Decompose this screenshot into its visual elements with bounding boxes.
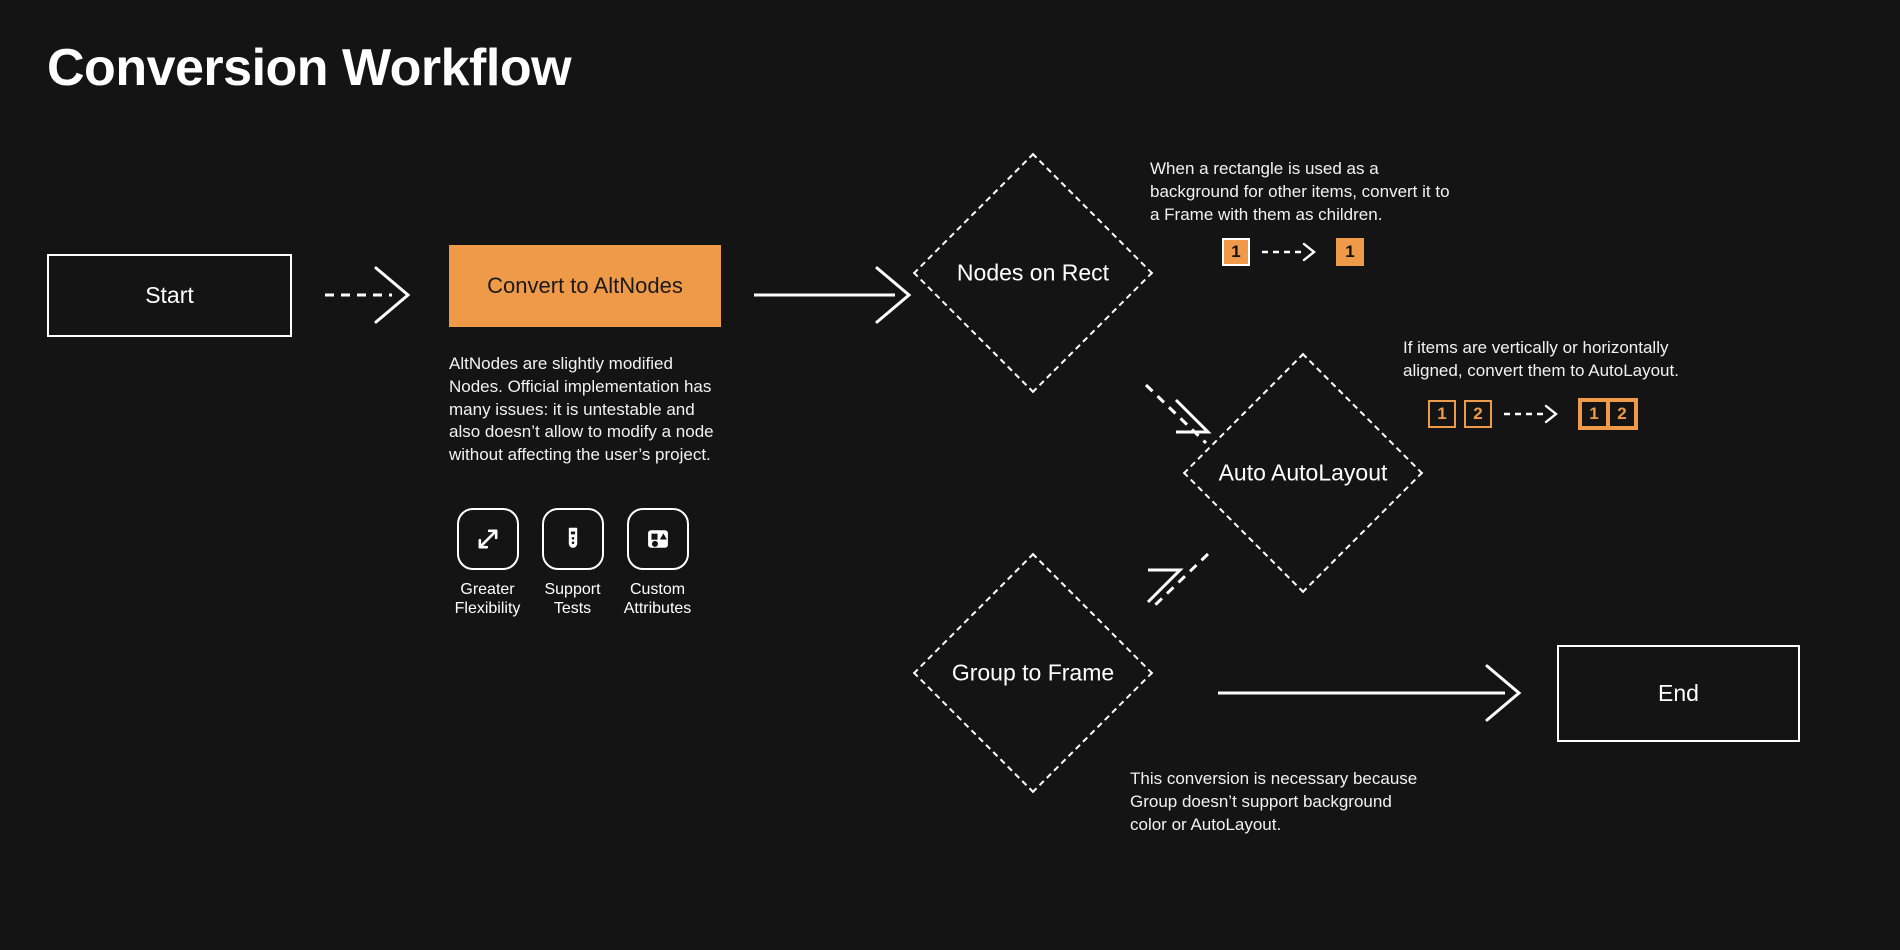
connector-autolayout-to-grouptoframe (1146, 552, 1210, 610)
annotation-nodes-on-rect-badges: 1 1 (1222, 238, 1364, 266)
annotation-group-to-frame-text: This conversion is necessary because Gro… (1130, 769, 1418, 834)
convert-feature-row: Greater Flexibility Support Tests (455, 508, 692, 618)
node-start[interactable]: Start (47, 254, 292, 337)
badge-group-before: 1 (1222, 238, 1250, 266)
badge: 1 (1580, 400, 1608, 428)
node-auto-autolayout-label: Auto AutoLayout (1218, 459, 1388, 486)
feature-badge (456, 508, 519, 570)
connector-grouptoframe-to-end (1218, 664, 1522, 722)
annotation-auto-autolayout-text: If items are vertically or horizontally … (1403, 338, 1679, 380)
shapes-icon (647, 530, 668, 548)
badge: 1 (1222, 238, 1250, 266)
node-group-to-frame-label: Group to Frame (951, 659, 1115, 686)
feature-badge (626, 508, 689, 570)
badge-group-after: 1 (1336, 238, 1364, 266)
node-end[interactable]: End (1557, 645, 1800, 742)
node-auto-autolayout[interactable]: Auto AutoLayout (1182, 352, 1424, 594)
annotation-auto-autolayout-badges: 1 2 1 2 (1428, 398, 1638, 430)
mini-dashed-arrow-icon (1262, 242, 1316, 262)
feature-label: Greater Flexibility (454, 581, 521, 618)
node-group-to-frame[interactable]: Group to Frame (912, 552, 1154, 794)
connector-nodesonrect-to-autolayout (1144, 383, 1212, 445)
page-title: Conversion Workflow (47, 39, 572, 97)
feature-greater-flexibility[interactable]: Greater Flexibility (455, 508, 520, 618)
node-nodes-on-rect-label: Nodes on Rect (956, 259, 1110, 286)
connector-convert-to-nodesonrect (754, 266, 912, 324)
feature-label: Support Tests (544, 581, 601, 618)
test-tube-icon (568, 527, 577, 548)
convert-description: AltNodes are slightly modified Nodes. Of… (449, 354, 714, 465)
feature-support-tests[interactable]: Support Tests (540, 508, 605, 618)
badge: 1 (1428, 400, 1456, 428)
mini-dashed-arrow-icon (1504, 404, 1558, 424)
badge-group-before: 1 2 (1428, 400, 1492, 428)
node-start-label: Start (145, 282, 194, 308)
feature-badge (541, 508, 604, 570)
node-end-label: End (1658, 680, 1699, 706)
badge: 2 (1608, 400, 1636, 428)
node-nodes-on-rect[interactable]: Nodes on Rect (912, 152, 1154, 394)
badge: 2 (1464, 400, 1492, 428)
feature-custom-attributes[interactable]: Custom Attributes (623, 508, 692, 618)
annotation-nodes-on-rect-text: When a rectangle is used as a background… (1150, 159, 1450, 224)
badge-group-after: 1 2 (1578, 398, 1638, 430)
badge: 1 (1336, 238, 1364, 266)
node-convert-label: Convert to AltNodes (487, 273, 683, 298)
node-convert-to-altnodes[interactable]: Convert to AltNodes (449, 245, 721, 327)
feature-label: Custom Attributes (623, 581, 692, 618)
expand-arrows-icon (478, 529, 497, 549)
connector-start-to-convert (325, 266, 411, 324)
